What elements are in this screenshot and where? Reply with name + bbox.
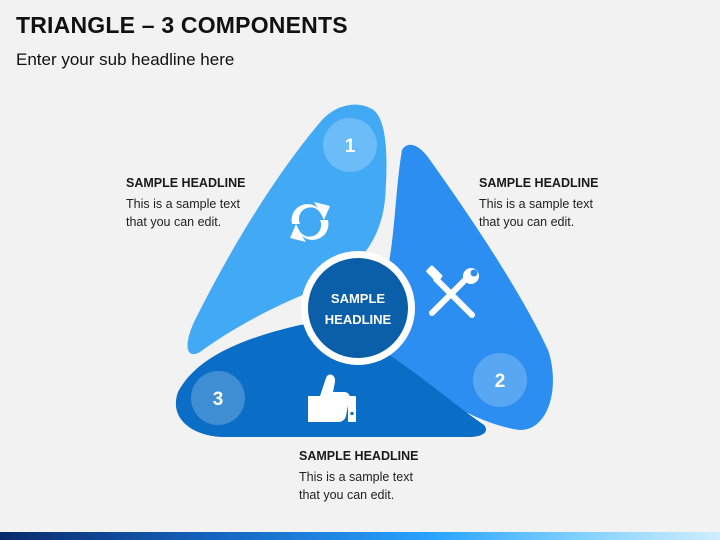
- text-block-2-headline: SAMPLE HEADLINE: [479, 176, 599, 190]
- text-block-3-line2: that you can edit.: [299, 488, 395, 502]
- segment-2[interactable]: [377, 144, 553, 430]
- text-block-3: SAMPLE HEADLINE This is a sample text th…: [299, 447, 499, 504]
- center-circle[interactable]: [308, 258, 408, 358]
- number-circle-1: [323, 118, 377, 172]
- thumbs-up-icon: [308, 374, 356, 422]
- text-block-1-line1: This is a sample text: [126, 197, 240, 211]
- text-block-2: SAMPLE HEADLINE This is a sample text th…: [479, 174, 679, 231]
- number-3: 3: [213, 389, 224, 410]
- text-block-3-headline: SAMPLE HEADLINE: [299, 449, 419, 463]
- tools-icon: [426, 265, 479, 318]
- number-circle-2: [473, 353, 527, 407]
- number-1: 1: [345, 136, 356, 157]
- center-headline-line1: SAMPLE: [331, 291, 386, 306]
- number-circle-3: [191, 371, 245, 425]
- text-block-3-line1: This is a sample text: [299, 470, 413, 484]
- number-2: 2: [495, 371, 506, 392]
- text-block-1: SAMPLE HEADLINE This is a sample text th…: [126, 174, 326, 231]
- center-headline-line2: HEADLINE: [325, 312, 392, 327]
- page-subtitle: Enter your sub headline here: [16, 50, 235, 69]
- refresh-arrows-icon: [290, 202, 330, 242]
- text-block-2-line1: This is a sample text: [479, 197, 593, 211]
- text-block-1-headline: SAMPLE HEADLINE: [126, 176, 246, 190]
- footer-gradient-bar: [0, 532, 720, 540]
- segment-1[interactable]: [187, 104, 387, 355]
- text-block-1-line2: that you can edit.: [126, 215, 222, 229]
- text-block-2-line2: that you can edit.: [479, 215, 575, 229]
- page-title: TRIANGLE – 3 COMPONENTS: [16, 12, 348, 38]
